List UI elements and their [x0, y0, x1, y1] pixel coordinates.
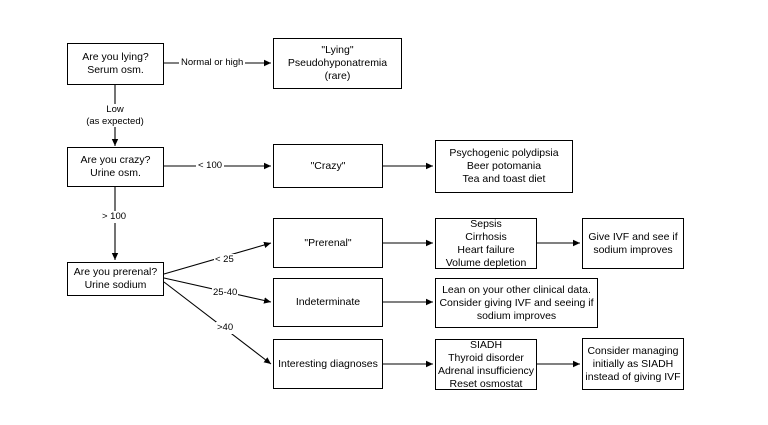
edge-label-low-line-1: Low	[106, 104, 124, 115]
node-prerenal-line-1: "Prerenal"	[304, 236, 352, 249]
node-indeterminate-line-1: Indeterminate	[295, 296, 361, 308]
edge-label-lt25-line-1: < 25	[215, 254, 234, 265]
node-pseudohyponatremia: "Lying"Pseudohyponatremia(rare)	[273, 38, 402, 89]
node-are-you-prerenal-line-1: Are you prerenal?	[73, 266, 158, 278]
node-prerenal: "Prerenal"	[273, 218, 383, 268]
edge-label-lt100: < 100	[196, 160, 225, 172]
node-prerenal-causes-line-1: Sepsis	[470, 217, 502, 230]
node-siadh-action-line-3: instead of giving IVF	[585, 370, 681, 383]
node-are-you-crazy-line-1: Are you crazy?	[80, 154, 151, 166]
edge-label-lt25: < 25	[214, 254, 235, 266]
node-give-ivf-line-2: sodium improves	[593, 243, 673, 256]
node-indeterminate-action-line-2: Consider giving IVF and seeing if	[439, 296, 594, 309]
edge-label-25-40: 25-40	[212, 287, 239, 299]
node-are-you-crazy-line-2: Urine osm.	[90, 167, 141, 179]
edge-label-gt40: >40	[216, 322, 235, 334]
node-indeterminate-action: Lean on your other clinical data.Conside…	[435, 278, 598, 328]
node-are-you-prerenal: Are you prerenal?Urine sodium	[67, 262, 164, 296]
node-indeterminate-action-line-3: sodium improves	[476, 309, 557, 322]
node-interesting-causes-line-2: Thyroid disorder	[448, 351, 524, 364]
node-prerenal-causes-line-3: Heart failure	[457, 243, 515, 256]
node-interesting-causes-line-4: Reset osmostat	[449, 377, 523, 390]
node-crazy: "Crazy"	[273, 144, 383, 188]
edge-label-normal-or-high-line-1: Normal or high	[181, 57, 244, 68]
node-interesting-causes-line-3: Adrenal insufficiency	[437, 364, 535, 377]
edge-label-gt100-line-1: > 100	[102, 211, 127, 222]
node-give-ivf-line-1: Give IVF and see if	[588, 230, 678, 243]
node-interesting-diagnoses-line-1: Interesting diagnoses	[278, 357, 378, 370]
node-are-you-lying: Are you lying?Serum osm.	[67, 43, 164, 85]
node-are-you-prerenal-line-2: Urine sodium	[84, 279, 147, 291]
node-pseudohyponatremia-line-1: "Lying"	[321, 44, 354, 56]
node-prerenal-causes-line-4: Volume depletion	[445, 256, 527, 269]
node-crazy-line-1: "Crazy"	[310, 159, 346, 172]
node-are-you-lying-line-1: Are you lying?	[82, 51, 149, 63]
node-crazy-causes-line-3: Tea and toast diet	[462, 173, 546, 185]
node-are-you-lying-line-2: Serum osm.	[87, 64, 144, 76]
node-crazy-causes-line-2: Beer potomania	[466, 160, 542, 172]
edge-label-gt100: > 100	[100, 211, 129, 223]
node-crazy-causes-line-1: Psychogenic polydipsia	[449, 147, 559, 159]
node-siadh-action-line-2: initially as SIADH	[592, 357, 674, 370]
node-siadh-action-line-1: Consider managing	[587, 344, 679, 357]
edge-label-25-40-line-1: 25-40	[213, 287, 238, 298]
node-interesting-causes-line-1: SIADH	[469, 338, 503, 351]
node-prerenal-causes-line-2: Cirrhosis	[465, 230, 507, 243]
edge-label-normal-or-high: Normal or high	[179, 57, 246, 69]
node-indeterminate: Indeterminate	[273, 278, 383, 327]
node-are-you-crazy: Are you crazy?Urine osm.	[67, 147, 164, 187]
node-interesting-diagnoses: Interesting diagnoses	[273, 339, 383, 389]
node-pseudohyponatremia-line-3: (rare)	[324, 70, 351, 82]
edge-label-low: Low(as expected)	[84, 104, 146, 127]
node-indeterminate-action-line-1: Lean on your other clinical data.	[442, 283, 591, 296]
edge-label-lt100-line-1: < 100	[198, 160, 223, 171]
node-pseudohyponatremia-line-2: Pseudohyponatremia	[287, 57, 388, 69]
edge-label-gt40-line-1: >40	[217, 322, 234, 333]
edge-label-low-line-2: (as expected)	[86, 115, 144, 127]
